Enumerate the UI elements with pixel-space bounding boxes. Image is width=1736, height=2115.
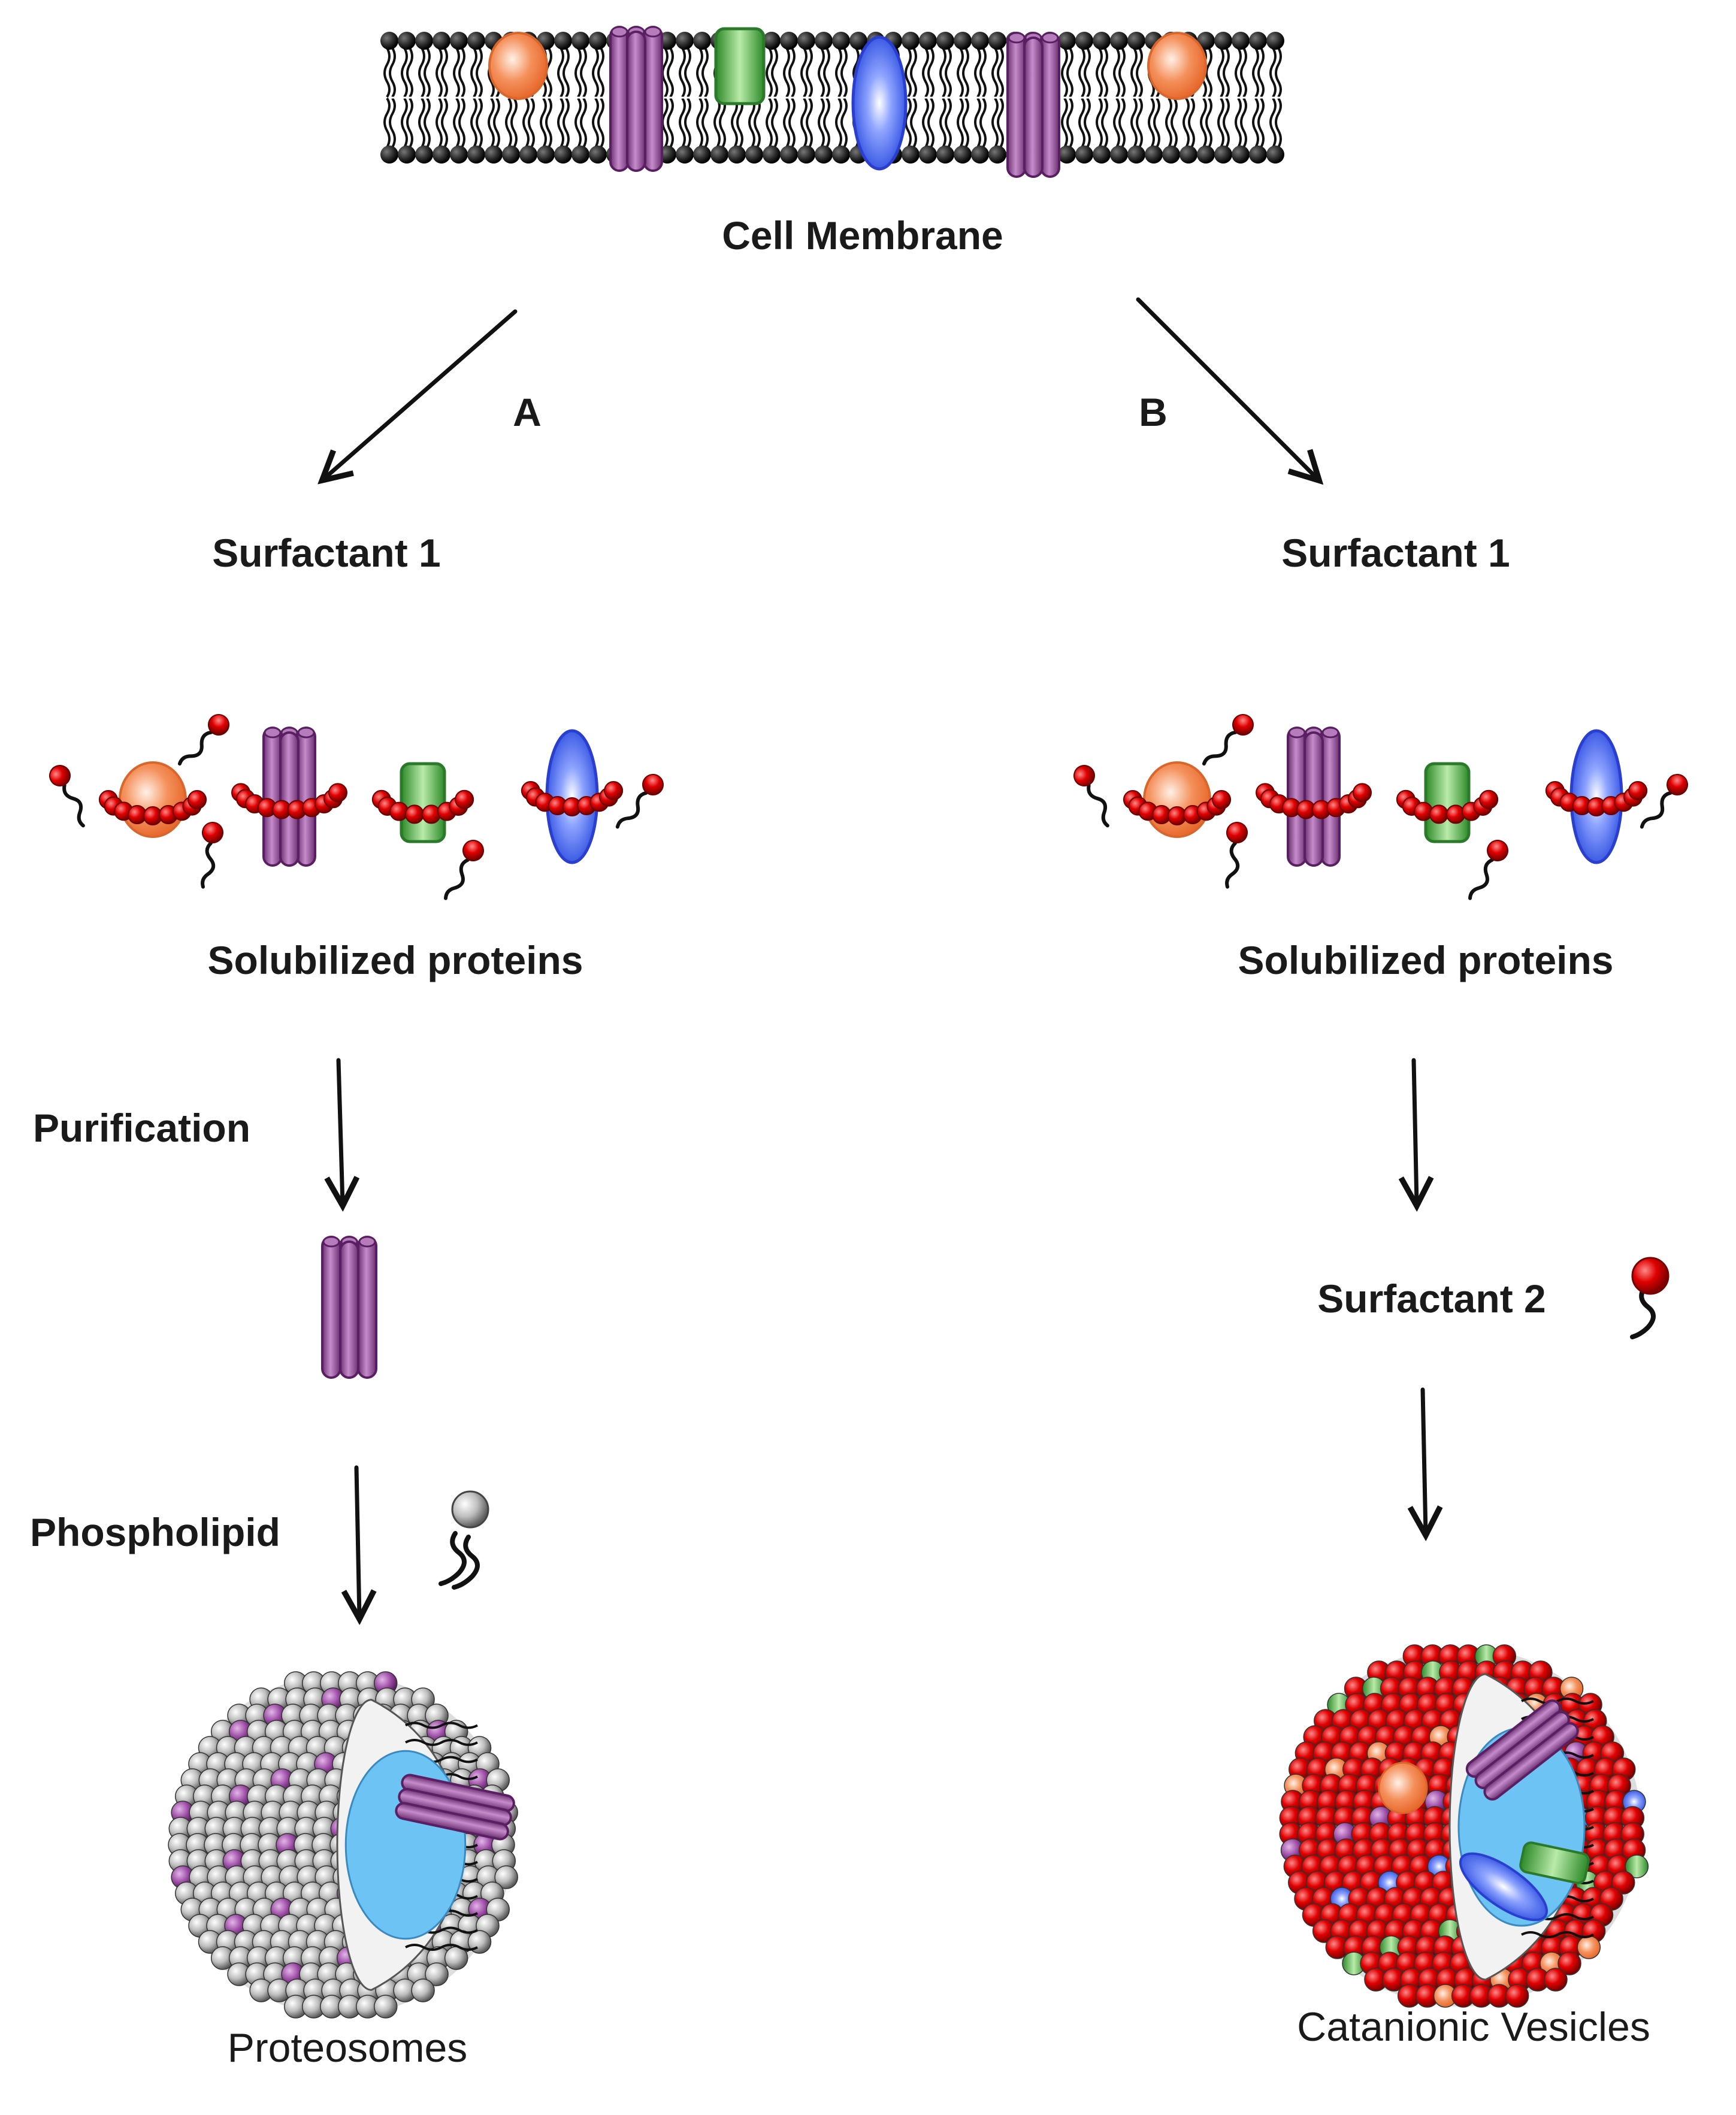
label-cell-membrane: Cell Membrane [722, 213, 1003, 258]
arrow-path-b [1136, 297, 1318, 479]
orange-protein [1147, 32, 1207, 100]
label-surfactant1-right: Surfactant 1 [1281, 531, 1510, 575]
solubilized-proteins-left [49, 714, 664, 900]
label-path-b: B [1139, 390, 1168, 434]
arrow-right-1 [1414, 1058, 1417, 1204]
purified-protein-bundle [321, 1236, 377, 1379]
arrow-path-a [323, 309, 518, 479]
green-protein [714, 27, 766, 105]
label-surfactant1-left: Surfactant 1 [212, 531, 441, 575]
process-arrows [323, 297, 1426, 1617]
catanionic-vesicle [1279, 1644, 1649, 2008]
surfactant-2-molecule-icon [1630, 1257, 1670, 1339]
phospholipid-molecule-icon [438, 1490, 489, 1590]
label-purification: Purification [33, 1106, 251, 1150]
arrow-purification [338, 1058, 343, 1204]
arrow-surfactant2 [1423, 1387, 1426, 1533]
membrane-proteins [488, 26, 1207, 178]
label-solubilized-left: Solubilized proteins [207, 938, 583, 982]
orange-protein [488, 32, 548, 100]
label-path-a: A [513, 390, 542, 434]
purple-helix-bundle [609, 26, 663, 172]
blue-protein [851, 35, 908, 171]
arrow-phospholipid [356, 1465, 359, 1617]
label-solubilized-right: Solubilized proteins [1238, 938, 1614, 982]
label-proteosomes: Proteosomes [227, 2025, 468, 2071]
proteosome-vesicle [168, 1671, 518, 2019]
label-surfactant2: Surfactant 2 [1317, 1276, 1546, 1321]
label-catanionic-vesicles: Catanionic Vesicles [1297, 2004, 1650, 2050]
solubilized-proteins-right [1073, 714, 1688, 900]
purple-helix-bundle [1006, 32, 1060, 178]
label-phospholipid: Phospholipid [30, 1510, 280, 1554]
